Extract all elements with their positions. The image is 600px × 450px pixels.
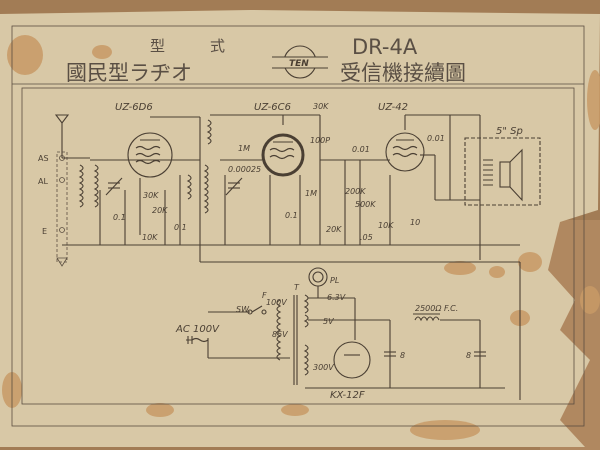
radio-type: 國民型ラヂオ (66, 61, 192, 85)
label-field-coil: 2500Ω F.C. (415, 304, 458, 313)
diagram-title: 受信機接續圖 (340, 61, 466, 85)
label-001-a: 0.01 (352, 145, 370, 154)
label-tap-100v: 100V (266, 298, 287, 307)
rf-transformer-coil (186, 119, 212, 214)
ten-logo: TEN (272, 45, 328, 79)
label-cap-2: 8 (466, 351, 471, 360)
label-30k-top: 30K (313, 102, 329, 111)
label-switch: SW (236, 305, 250, 314)
logo-text: TEN (289, 59, 309, 69)
speaker-icon (464, 137, 541, 206)
label-1m-grid: 1M (238, 144, 250, 153)
outer-border (11, 25, 585, 427)
label-100p: 100P (310, 136, 330, 145)
type-label-1: 型 (150, 37, 165, 55)
schematic-frame (21, 87, 575, 405)
label-30k: 30K (143, 191, 159, 200)
type-label-2: 式 (210, 37, 225, 55)
tube-6d6-icon (127, 132, 173, 178)
label-20k-a: 20K (152, 206, 168, 215)
label-20k-b: 20K (326, 225, 342, 234)
pilot-lamp-icon (308, 267, 328, 287)
label-fuse: F (262, 291, 267, 300)
label-01-b: 0.1 (174, 223, 187, 232)
switch-icon (247, 305, 267, 315)
label-10k-b: 10K (378, 221, 394, 230)
power-plug-icon (186, 336, 209, 344)
rectifier-tube-icon (333, 341, 371, 379)
tube-6c6-icon (261, 133, 305, 177)
antenna-coil (78, 164, 99, 208)
label-heater: 6.3V (327, 293, 346, 302)
label-1m-b: 1M (305, 189, 317, 198)
label-tap-85v: 85V (272, 330, 288, 339)
tube-label-kx12f: KX-12F (330, 390, 365, 401)
label-cap-1: 8 (400, 351, 405, 360)
power-transformer-icon (276, 294, 309, 385)
label-transformer: T (294, 283, 300, 292)
speaker-label: 5" Sp (496, 126, 523, 137)
terminal-strip (56, 151, 68, 267)
label-001-b: 0.01 (427, 134, 445, 143)
label-10k-a: 10K (142, 233, 158, 242)
tube-label-6d6: UZ-6D6 (115, 102, 153, 113)
filter-capacitor-icon (384, 351, 486, 357)
label-10: 10 (410, 218, 420, 227)
terminal-al: AL (38, 177, 48, 186)
label-pilot-lamp: PL (330, 276, 339, 285)
circuit-wiring (62, 114, 521, 400)
label-01-c: 0.1 (285, 211, 298, 220)
label-000025: 0.00025 (228, 165, 261, 174)
label-ac-100v: AC 100V (175, 324, 220, 335)
model-number: DR-4A (352, 35, 418, 59)
terminal-e: E (42, 227, 47, 236)
label-200k: 200K (345, 187, 366, 196)
label-005: .05 (360, 233, 373, 242)
label-filament: 5V (323, 317, 334, 326)
variable-capacitor-icon (105, 177, 243, 196)
field-coil-icon (413, 313, 440, 322)
tube-label-42: UZ-42 (378, 102, 408, 113)
label-01-a: 0.1 (113, 213, 126, 222)
label-hv: 300V (313, 363, 334, 372)
terminal-as: AS (38, 154, 49, 163)
tube-label-6c6: UZ-6C6 (254, 102, 291, 113)
tube-42-icon (385, 132, 425, 172)
label-500k: 500K (355, 200, 376, 209)
